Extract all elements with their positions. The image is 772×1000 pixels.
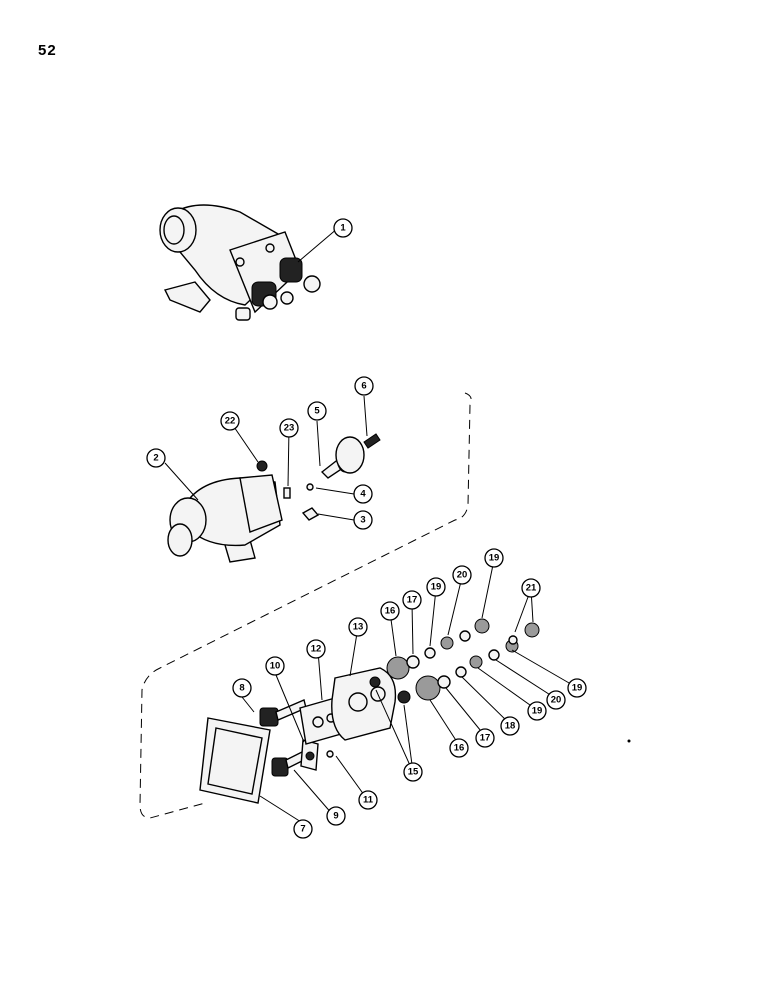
callout-2: 2 bbox=[146, 448, 166, 468]
svg-text:18: 18 bbox=[505, 721, 516, 732]
cover-plate-illustration bbox=[331, 667, 397, 741]
callout-5: 5 bbox=[307, 401, 327, 421]
svg-text:16: 16 bbox=[385, 606, 396, 617]
callout-4: 4 bbox=[353, 484, 373, 504]
page-number: 52 bbox=[38, 42, 57, 59]
callout-8: 8 bbox=[232, 678, 252, 698]
svg-text:22: 22 bbox=[225, 416, 236, 427]
callout-23: 23 bbox=[279, 418, 299, 438]
svg-text:17: 17 bbox=[480, 733, 491, 744]
svg-text:23: 23 bbox=[284, 423, 295, 434]
svg-text:21: 21 bbox=[526, 583, 537, 594]
svg-text:19: 19 bbox=[532, 706, 543, 717]
svg-text:3: 3 bbox=[360, 515, 365, 526]
svg-text:19: 19 bbox=[431, 582, 442, 593]
svg-text:17: 17 bbox=[407, 595, 418, 606]
svg-text:2: 2 bbox=[153, 453, 158, 464]
svg-text:9: 9 bbox=[333, 811, 338, 822]
svg-text:15: 15 bbox=[408, 767, 419, 778]
svg-text:6: 6 bbox=[361, 381, 366, 392]
callout-17-lower: 17 bbox=[475, 728, 495, 748]
leader-lines bbox=[164, 227, 577, 828]
callout-11: 11 bbox=[358, 790, 378, 810]
svg-text:4: 4 bbox=[360, 489, 366, 500]
callout-9: 9 bbox=[326, 806, 346, 826]
callout-21: 21 bbox=[521, 578, 541, 598]
solenoid-assembly-illustration bbox=[159, 204, 321, 321]
svg-text:19: 19 bbox=[489, 553, 500, 564]
svg-text:20: 20 bbox=[551, 695, 562, 706]
stray-dot bbox=[627, 739, 631, 743]
svg-text:16: 16 bbox=[454, 743, 465, 754]
callout-15: 15 bbox=[403, 762, 423, 782]
svg-text:5: 5 bbox=[314, 406, 320, 417]
bracket-illustration bbox=[300, 739, 334, 771]
callout-1: 1 bbox=[333, 218, 353, 238]
bolt-illustration bbox=[259, 699, 307, 727]
callout-7: 7 bbox=[293, 819, 313, 839]
callout-19-b: 19 bbox=[484, 548, 504, 568]
callout-19-d: 19 bbox=[567, 678, 587, 698]
callout-12: 12 bbox=[306, 639, 326, 659]
callout-3: 3 bbox=[353, 510, 373, 530]
callout-13: 13 bbox=[348, 617, 368, 637]
callout-6: 6 bbox=[354, 376, 374, 396]
callout-20-lower: 20 bbox=[546, 690, 566, 710]
callout-16-lower: 16 bbox=[449, 738, 469, 758]
screw-illustration bbox=[271, 750, 305, 777]
svg-text:7: 7 bbox=[300, 824, 305, 835]
assembly-boundary-dashed bbox=[139, 392, 472, 819]
callout-22: 22 bbox=[220, 411, 240, 431]
svg-text:20: 20 bbox=[457, 570, 468, 581]
svg-text:8: 8 bbox=[239, 683, 244, 694]
svg-text:10: 10 bbox=[270, 661, 281, 672]
svg-text:13: 13 bbox=[353, 622, 364, 633]
svg-text:12: 12 bbox=[311, 644, 322, 655]
callout-20-upper: 20 bbox=[452, 565, 472, 585]
svg-text:1: 1 bbox=[340, 223, 346, 234]
gasket-illustration bbox=[199, 717, 271, 804]
callout-17-upper: 17 bbox=[402, 590, 422, 610]
callout-16-upper: 16 bbox=[380, 601, 400, 621]
callout-19-c: 19 bbox=[527, 701, 547, 721]
svg-text:19: 19 bbox=[572, 683, 583, 694]
washers-and-nuts-illustration bbox=[369, 618, 540, 704]
callout-19-a: 19 bbox=[426, 577, 446, 597]
callout-10: 10 bbox=[265, 656, 285, 676]
solenoid-body-illustration bbox=[167, 433, 381, 563]
callout-18: 18 bbox=[500, 716, 520, 736]
svg-text:11: 11 bbox=[363, 795, 374, 806]
